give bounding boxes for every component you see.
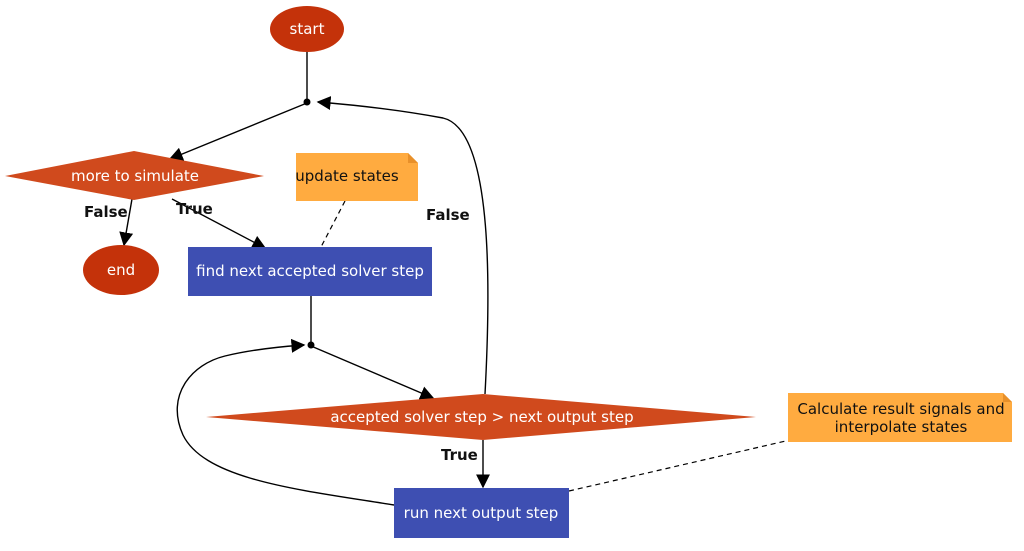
decision-accepted-vs-output-step: accepted solver step > next output step [206, 394, 756, 440]
process-find-next-accepted-solver-step: find next accepted solver step [188, 247, 432, 296]
start-node: start [270, 6, 344, 52]
decision-more-to-simulate: more to simulate [5, 151, 264, 200]
decision-compare-label: accepted solver step > next output step [330, 408, 633, 426]
note-calculate-line2: interpolate states [835, 418, 968, 436]
note-connector-update-states [320, 200, 346, 248]
edge-label-more-true: True [176, 200, 213, 218]
edge-compare-false-loop [316, 96, 489, 395]
end-node: end [83, 245, 159, 295]
end-label: end [107, 261, 135, 279]
edge-more-false-to-end [119, 198, 134, 247]
junction-dot [307, 341, 315, 349]
edge-junction2-to-compare [310, 345, 435, 400]
edge-label-compare-true: True [441, 446, 478, 464]
process-run-next-output-step-label: run next output step [404, 504, 559, 522]
junction-dot [303, 98, 311, 106]
edge-run-loop-back [176, 338, 395, 506]
process-run-next-output-step: run next output step [394, 488, 569, 538]
note-update-states-label: update states [295, 167, 399, 185]
edge-label-compare-false: False [426, 206, 470, 224]
start-label: start [290, 20, 325, 38]
process-find-next-step-label: find next accepted solver step [196, 262, 424, 280]
edge-junction-to-more [168, 102, 308, 161]
note-calculate-result-signals: Calculate result signals and interpolate… [788, 393, 1012, 442]
note-update-states: update states [295, 153, 418, 201]
edge-more-true-to-find [171, 198, 267, 249]
note-connector-calculate [568, 439, 791, 492]
decision-more-to-simulate-label: more to simulate [71, 167, 199, 185]
edge-label-more-false: False [84, 203, 128, 221]
note-calculate-line1: Calculate result signals and [797, 400, 1004, 418]
